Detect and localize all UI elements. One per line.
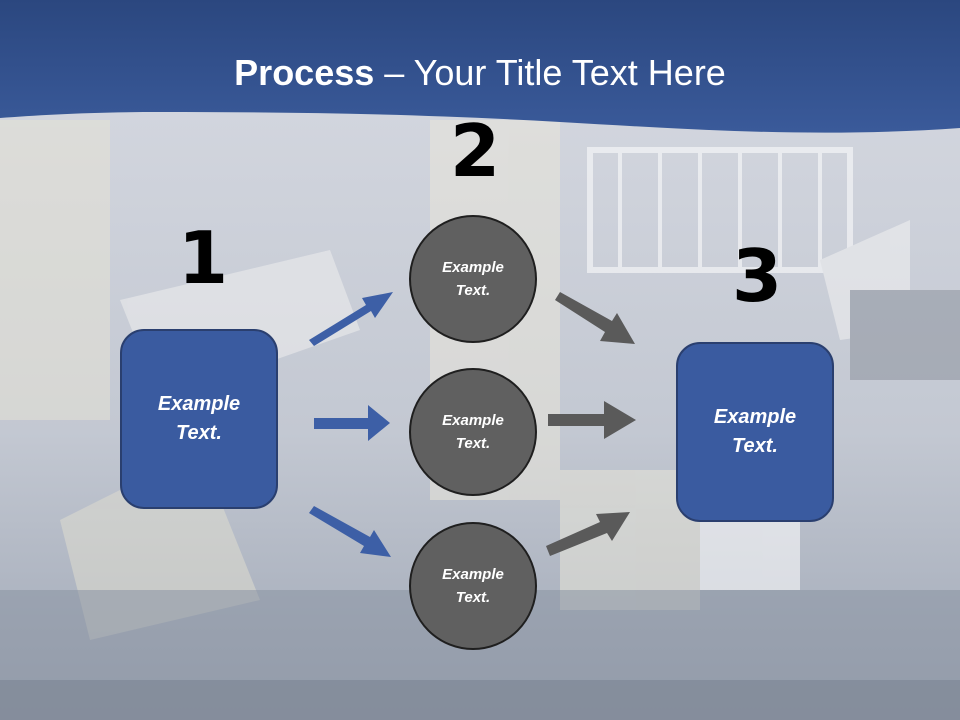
arrow-down-right xyxy=(309,506,391,557)
step-3-label-line2: Text. xyxy=(732,435,778,457)
middle-node-center-line1: Example xyxy=(442,412,504,429)
step-3-box[interactable]: Example Text. xyxy=(676,342,834,522)
title-rest: – Your Title Text Here xyxy=(374,52,726,93)
arrow-right xyxy=(314,405,390,441)
arrow-up-right xyxy=(309,292,393,346)
middle-node-bottom-line2: Text. xyxy=(455,589,491,606)
middle-node-top-line2: Text. xyxy=(455,282,491,299)
middle-node-top-line1: Example xyxy=(442,259,504,276)
middle-node-top[interactable]: Example Text. xyxy=(409,215,537,343)
middle-node-center-line2: Text. xyxy=(455,435,491,452)
middle-node-bottom[interactable]: Example Text. xyxy=(409,522,537,650)
title-bold: Process xyxy=(234,52,375,93)
step-number-2: 2 xyxy=(450,109,501,193)
step-1-label-line1: Example xyxy=(157,393,241,415)
middle-node-bottom-line1: Example xyxy=(442,566,504,583)
arrow-gray-up-right xyxy=(546,512,630,556)
arrow-gray-down-right xyxy=(555,292,635,344)
step-number-3: 3 xyxy=(732,234,783,318)
slide-title: Process – Your Title Text Here xyxy=(0,52,960,94)
step-1-box[interactable]: Example Text. xyxy=(120,329,278,509)
step-3-label-line1: Example xyxy=(713,406,797,428)
middle-node-center[interactable]: Example Text. xyxy=(409,368,537,496)
step-1-label-line2: Text. xyxy=(176,422,222,444)
arrow-gray-right xyxy=(548,401,636,439)
step-number-1: 1 xyxy=(178,216,229,300)
